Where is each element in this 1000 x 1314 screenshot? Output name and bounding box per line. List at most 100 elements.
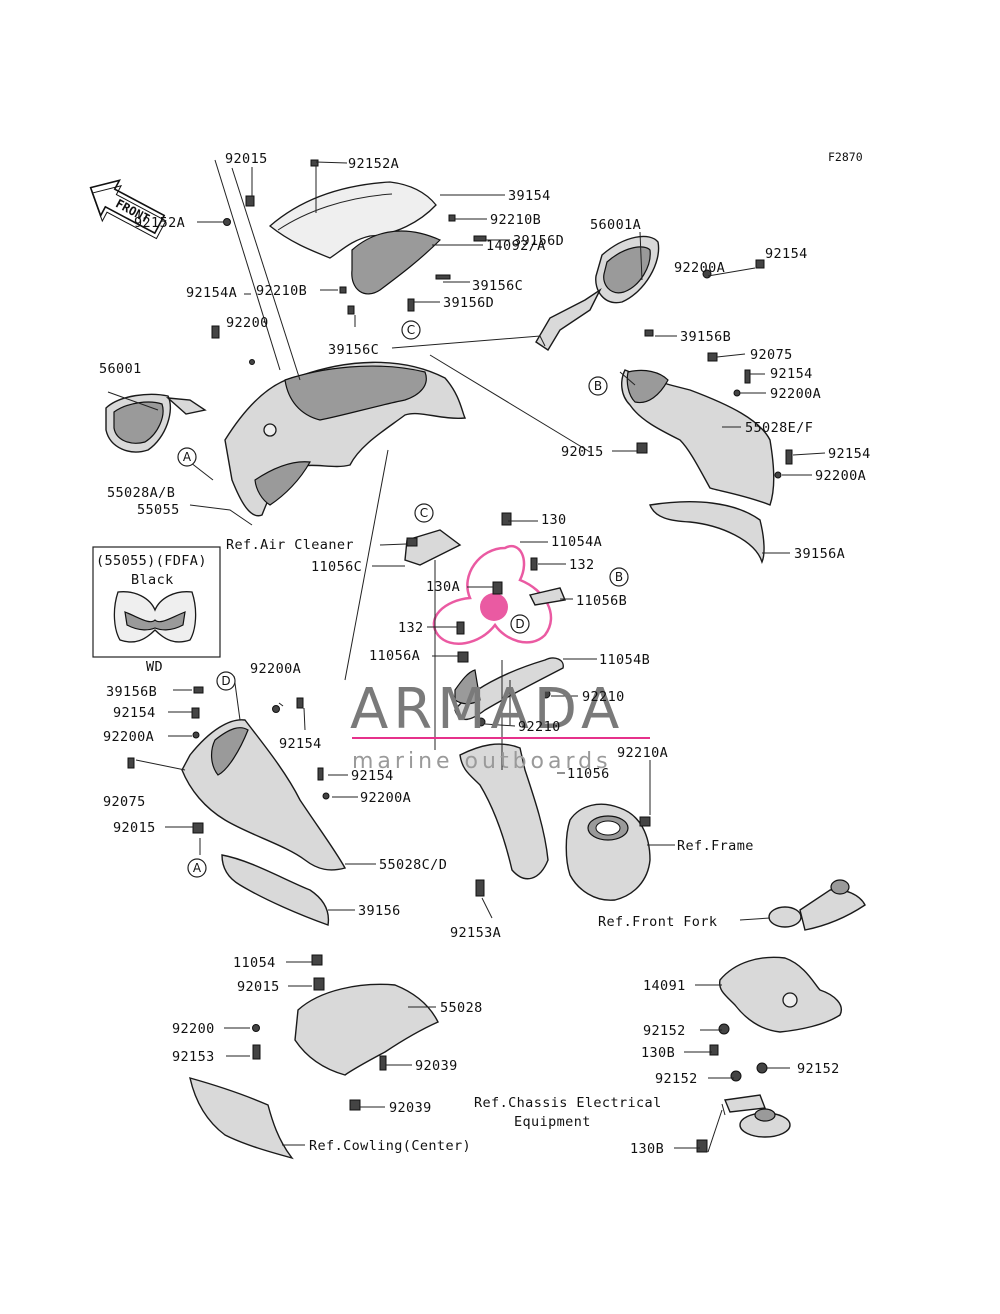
watermark-tagline: marine outboards — [352, 749, 612, 774]
part-label: Equipment — [514, 1114, 591, 1130]
part-label: 92210B — [256, 283, 307, 299]
ref-circles: C B A C B D D A — [177, 320, 629, 878]
part-label: 92015 — [237, 979, 280, 995]
part-label: 92200A — [674, 260, 725, 276]
part-label: 92154 — [765, 246, 808, 262]
part-label: Ref.Frame — [677, 838, 754, 854]
part-label: 92200A — [103, 729, 154, 745]
mirror-right-56001a — [535, 235, 660, 351]
part-label: Ref.Chassis Electrical — [474, 1095, 662, 1111]
part-labels: 92015 92152A 39154 92210B 14092/A 39156D… — [99, 151, 871, 1157]
part-label: 92200A — [770, 386, 821, 402]
part-label: 92200A — [815, 468, 866, 484]
part-label: 92153A — [450, 925, 501, 941]
seal-39156 — [221, 854, 330, 926]
part-label: 11056A — [369, 648, 420, 664]
part-label: 39156B — [106, 684, 157, 700]
part-label: 92154 — [113, 705, 156, 721]
part-label: 11056C — [311, 559, 362, 575]
part-label: 56001A — [590, 217, 641, 233]
front-direction-arrow: FRONT — [89, 179, 167, 240]
part-label: 92154 — [279, 736, 322, 752]
ref-circle-label: B — [615, 570, 623, 584]
part-label: 11056 — [567, 766, 610, 782]
seal-39156a — [649, 501, 765, 565]
part-label: 11054 — [233, 955, 276, 971]
part-label: 92200 — [226, 315, 269, 331]
bracket-14091 — [718, 956, 842, 1033]
part-label: 92152 — [643, 1023, 686, 1039]
ref-circle-label: A — [193, 861, 202, 875]
part-label: 130B — [630, 1141, 664, 1157]
part-label: 92015 — [561, 444, 604, 460]
part-label: 92200A — [250, 661, 301, 677]
part-label: 92039 — [389, 1100, 432, 1116]
part-label: 56001 — [99, 361, 142, 377]
part-label: Ref.Cowling(Center) — [309, 1138, 471, 1154]
inset-color: Black — [131, 572, 174, 588]
part-label: 92154 — [770, 366, 813, 382]
inner-cover-14092 — [351, 230, 442, 295]
watermark-brand: ARMADA — [350, 677, 624, 742]
windshield-39154 — [268, 181, 437, 259]
part-label: 92015 — [225, 151, 268, 167]
part-label: 92200A — [360, 790, 411, 806]
part-label: 39156D — [443, 295, 494, 311]
part-label: 92152 — [797, 1061, 840, 1077]
part-label: 92210 — [518, 719, 561, 735]
inset-code: WD — [146, 659, 163, 675]
part-label: 92015 — [113, 820, 156, 836]
ref-circle-label: B — [594, 379, 602, 393]
part-label: 39156 — [358, 903, 401, 919]
ref-circle-label: C — [407, 323, 415, 337]
ref-circle-label: D — [515, 617, 524, 631]
leader-lines — [107, 159, 826, 1153]
part-label: Ref.Front Fork — [598, 914, 717, 930]
fairing-right-55028ef — [621, 369, 775, 506]
hardware — [127, 159, 793, 1153]
figure-code: F2870 — [828, 150, 863, 164]
ref-circle-label: A — [183, 450, 192, 464]
watermark-logo — [432, 545, 553, 645]
part-label: 55028C/D — [379, 857, 447, 873]
part-label: 11054A — [551, 534, 602, 550]
part-label: 92154 — [351, 768, 394, 784]
cowling-center — [189, 1077, 294, 1160]
part-label: 39154 — [508, 188, 551, 204]
ref-circle-label: D — [221, 674, 230, 688]
part-label: 92152 — [655, 1071, 698, 1087]
mirror-left-56001 — [105, 393, 207, 453]
part-label: 92075 — [103, 794, 146, 810]
part-label: 11056B — [576, 593, 627, 609]
part-label: 14091 — [643, 978, 686, 994]
part-label: 92075 — [750, 347, 793, 363]
front-fork-clamp — [768, 879, 866, 931]
inset-title: (55055)(FDFA) — [96, 553, 207, 569]
part-label: 132 — [398, 620, 424, 636]
part-label: 39156C — [472, 278, 523, 294]
part-label: 132 — [569, 557, 595, 573]
upper-cowl-55028ab — [224, 361, 467, 517]
ref-circle-label: C — [420, 506, 428, 520]
part-label: 55028A/B — [107, 485, 175, 501]
part-label: 130A — [426, 579, 460, 595]
inset-cowl-shape — [113, 591, 197, 643]
part-label: 14092/A — [486, 238, 546, 254]
bracket-assembly — [404, 529, 566, 880]
horn — [724, 1094, 791, 1138]
inset-box — [92, 546, 221, 658]
part-label: 92210 — [582, 689, 625, 705]
part-label: 92210B — [490, 212, 541, 228]
part-label: 92152A — [348, 156, 399, 172]
part-label: 92154A — [186, 285, 237, 301]
frame-head — [565, 803, 651, 901]
part-label: 39156A — [794, 546, 845, 562]
part-label: 39156D — [513, 233, 564, 249]
part-label: 39156C — [328, 342, 379, 358]
part-label: 130B — [641, 1045, 675, 1061]
part-label: 11054B — [599, 652, 650, 668]
part-label: 55028E/F — [745, 420, 813, 436]
part-label: 92154 — [828, 446, 871, 462]
